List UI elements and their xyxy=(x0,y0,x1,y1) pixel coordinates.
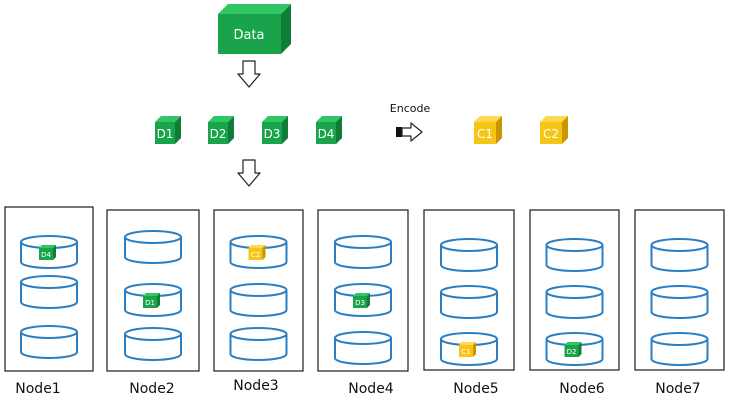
encode-arrow-icon xyxy=(396,122,423,142)
disk-icon: D4 xyxy=(20,235,78,269)
node-label: Node1 xyxy=(15,381,60,397)
disk-icon: D1 xyxy=(124,283,182,317)
data-chunk-label: D4 xyxy=(318,127,335,141)
disk-icon xyxy=(124,327,182,361)
stored-chunk-label: D4 xyxy=(41,251,51,259)
code-chunk-label: C1 xyxy=(477,127,493,141)
disk-icon xyxy=(650,285,709,319)
disk-icon xyxy=(20,275,78,309)
data-chunk-d1: D1 xyxy=(155,116,181,144)
disk-icon: C2 xyxy=(229,235,288,269)
disk-icon xyxy=(334,331,392,365)
disk-icon xyxy=(650,332,709,366)
data-chunk-label: D3 xyxy=(264,127,281,141)
split-arrow-icon xyxy=(237,60,261,88)
stored-chunk-c2: C2 xyxy=(248,245,266,260)
node-label: Node5 xyxy=(453,381,498,397)
distribute-arrow-icon xyxy=(237,159,261,187)
stored-chunk-d1: D1 xyxy=(143,293,160,308)
data-chunk-label: D1 xyxy=(157,127,174,141)
code-chunk-c1: C1 xyxy=(474,116,502,144)
stored-chunk-d4: D4 xyxy=(39,245,56,260)
disk-icon xyxy=(440,285,498,319)
disk-icon: D3 xyxy=(334,283,392,317)
stored-chunk-label: C2 xyxy=(251,251,260,259)
stored-chunk-label: C1 xyxy=(461,348,470,356)
storage-nodes: D4Node1D1Node2C2Node3D3Node4C1Node5D2Nod… xyxy=(4,206,725,397)
data-chunk-d4: D4 xyxy=(316,116,342,144)
disk-icon: C1 xyxy=(440,332,498,366)
disk-icon xyxy=(20,325,78,359)
node-label: Node6 xyxy=(559,381,605,397)
stored-chunk-d3: D3 xyxy=(353,293,370,308)
stored-chunk-d2: D2 xyxy=(564,342,582,357)
disk-icon xyxy=(124,230,182,264)
disk-icon xyxy=(440,238,498,272)
code-chunk-label: C2 xyxy=(543,127,559,141)
data-chunk-d3: D3 xyxy=(262,116,288,144)
disk-icon xyxy=(229,327,288,361)
disk-icon xyxy=(650,238,709,272)
disk-icon xyxy=(334,235,392,269)
disk-icon: D2 xyxy=(545,332,604,366)
node-label: Node3 xyxy=(233,378,278,394)
node-label: Node4 xyxy=(348,381,394,397)
stored-chunk-label: D3 xyxy=(355,299,365,307)
stored-chunk-label: D2 xyxy=(567,348,577,356)
disk-icon xyxy=(545,285,604,319)
disk-icon xyxy=(545,238,604,272)
disk-icon xyxy=(229,283,288,317)
stored-chunk-c1: C1 xyxy=(459,342,476,357)
data-cube: Data xyxy=(218,4,291,54)
code-chunk-c2: C2 xyxy=(540,116,568,144)
node-7: Node7 xyxy=(634,209,725,397)
data-chunk-label: D2 xyxy=(210,127,227,141)
data-chunk-d2: D2 xyxy=(208,116,234,144)
node-label: Node7 xyxy=(655,381,700,397)
encode-label: Encode xyxy=(390,102,431,115)
data-cube-label: Data xyxy=(233,28,264,43)
stored-chunk-label: D1 xyxy=(145,299,155,307)
node-label: Node2 xyxy=(129,381,174,397)
